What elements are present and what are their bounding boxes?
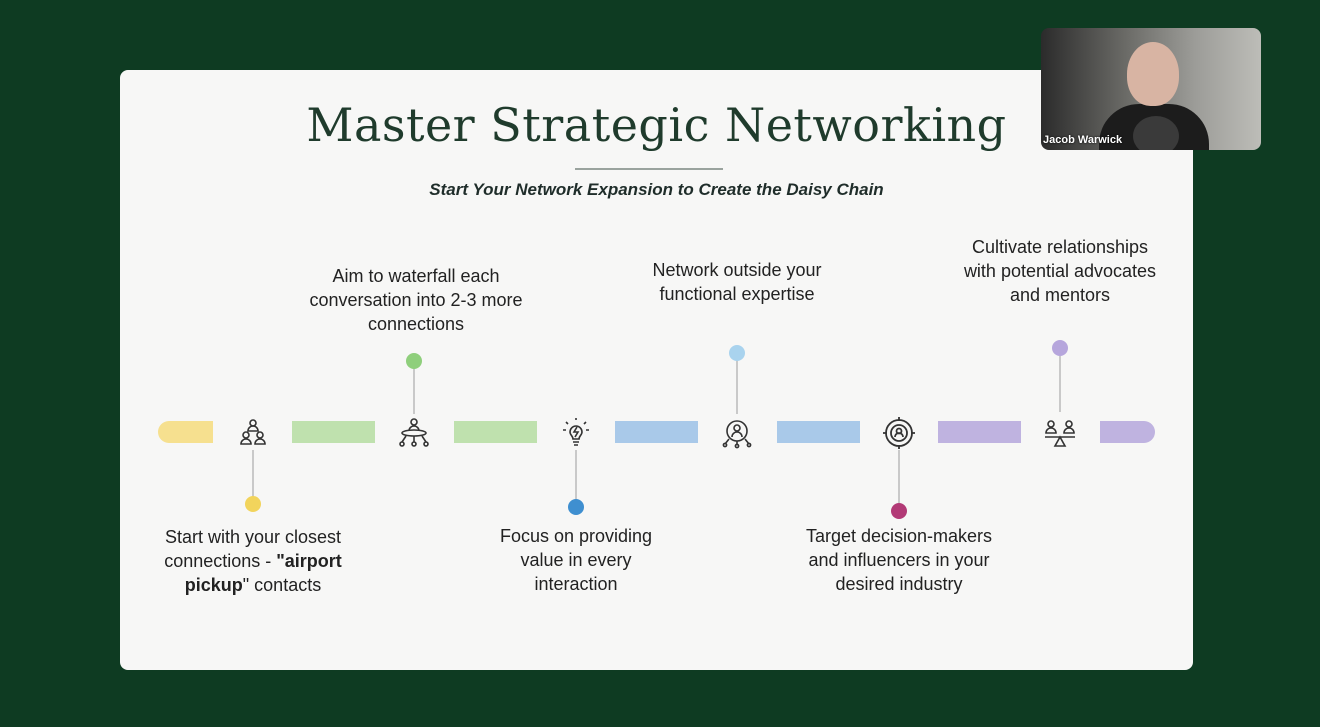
slide-title: Master Strategic Networking (306, 98, 1007, 152)
step-text: Start with your closest connections - (164, 527, 342, 571)
person-network-icon (722, 420, 752, 449)
timeline-dot (406, 353, 422, 369)
participant-avatar (1127, 42, 1179, 106)
timeline-segment (454, 421, 537, 443)
step-3-text: Focus on providing value in every intera… (499, 526, 653, 594)
seesaw-people-icon (1045, 420, 1075, 447)
timeline-segment (938, 421, 1021, 443)
timeline-segment (615, 421, 698, 443)
timeline-segment (158, 421, 213, 443)
connector-line (575, 450, 577, 500)
step-bold-text: "airport pickup (184, 551, 342, 595)
timeline-segment (292, 421, 375, 443)
timeline-dot (1052, 340, 1068, 356)
step-5-text: Target decision-makers and influencers i… (805, 526, 993, 594)
step-4-text: Network outside your functional expertis… (652, 260, 822, 304)
microphone (1133, 116, 1179, 150)
participant-video-tile[interactable]: Jacob Warwick (1041, 28, 1261, 150)
connector-line (1059, 356, 1061, 412)
title-divider (575, 168, 723, 170)
connector-line (413, 368, 415, 414)
timeline-segment (777, 421, 860, 443)
step-text: " contacts (242, 575, 322, 595)
timeline-dot (568, 499, 584, 515)
connector-line (898, 450, 900, 503)
slide-subtitle: Start Your Network Expansion to Create t… (429, 180, 884, 199)
timeline-dot (245, 496, 261, 512)
step-1-text: Start with your closest connections - "a… (133, 525, 373, 597)
connector-line (252, 450, 254, 498)
step-2-text: Aim to waterfall each conversation into … (309, 266, 523, 334)
lightbulb-icon (563, 418, 589, 446)
target-icon (883, 417, 915, 449)
people-hierarchy-icon (240, 419, 266, 445)
presentation-slide: Master Strategic Networking Start Your N… (120, 70, 1193, 670)
network-hub-icon (399, 418, 429, 447)
connector-line (736, 360, 738, 414)
timeline-dot (891, 503, 907, 519)
timeline-dot (729, 345, 745, 361)
participant-name: Jacob Warwick (1043, 134, 1123, 146)
timeline-segment (1100, 421, 1155, 443)
step-6-text: Cultivate relationships with potential a… (963, 237, 1157, 305)
